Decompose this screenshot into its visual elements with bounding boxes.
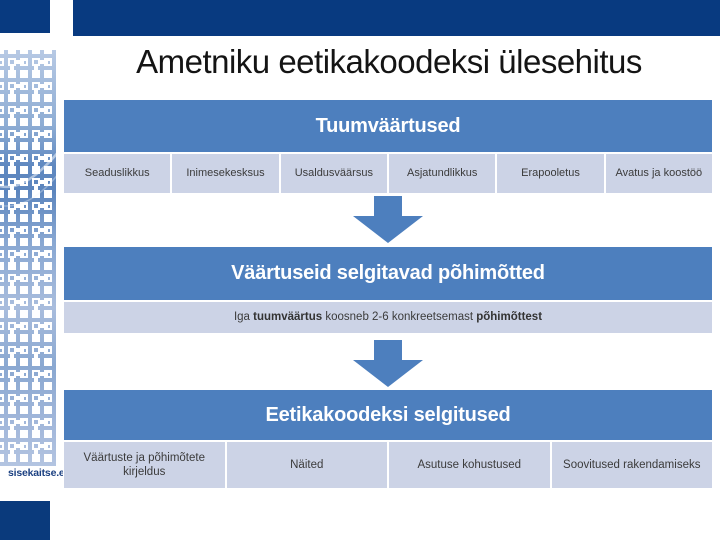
tier1-header-core-values: Tuumväärtused [64,100,712,152]
note-text: Iga tuumväärtus koosneb 2-6 konkreetsema… [233,311,543,324]
value-cell: Usaldusväärsus [280,154,387,193]
value-cell: Seaduslikkus [64,154,171,193]
explanation-cell: Soovitused rakendamiseks [551,442,712,488]
explanation-cell: Näited [226,442,387,488]
flow-arrow-2 [64,340,712,387]
tier2-note-row: Iga tuumväärtus koosneb 2-6 konkreetsema… [64,302,712,333]
down-arrow-icon [353,196,423,243]
sisekaitse-logo-text: sisekaitse.e [8,467,63,479]
tier1-value-cells: Seaduslikkus Inimesekesksus Usaldusväärs… [64,154,712,193]
maze-pattern-icon [0,50,61,466]
logo-maze-pattern [0,50,61,466]
value-cell: Asjatundlikkus [389,154,496,193]
explanation-cell: Väärtuste ja põhimõtete kirjeldus [64,442,225,488]
tier2-header-principles: Väärtuseid selgitavad põhimõtted [64,247,712,300]
value-cell: Inimesekesksus [172,154,279,193]
template-top-bar [73,0,720,36]
explanation-cell: Asutuse kohustused [389,442,550,488]
tier3-explanation-cells: Väärtuste ja põhimõtete kirjeldus Näited… [64,442,712,488]
template-top-left-bar [0,0,50,33]
slide-title: Ametniku eetikakoodeksi ülesehitus [136,43,642,80]
down-arrow-icon [353,340,423,387]
template-bottom-left-bar [0,501,50,540]
principles-note-cell: Iga tuumväärtus koosneb 2-6 konkreetsema… [64,302,712,333]
value-cell: Avatus ja koostöö [605,154,712,193]
tier3-header-explanations: Eetikakoodeksi selgitused [64,390,712,440]
value-cell: Erapooletus [497,154,604,193]
flow-arrow-1 [64,196,712,243]
